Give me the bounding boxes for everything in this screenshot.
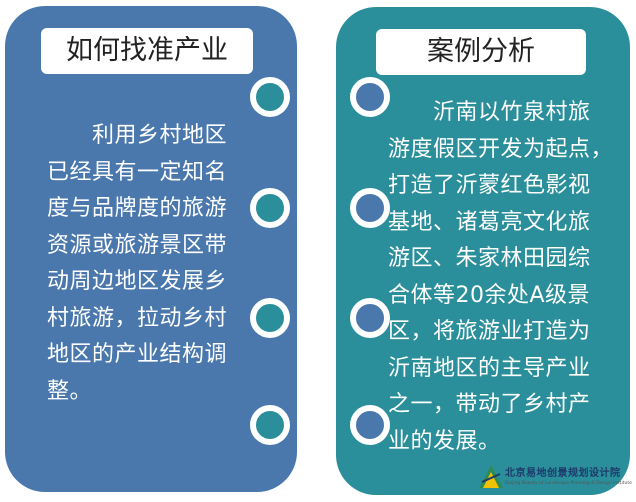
watermark-en-text: Beijing Beauty of Landscape Planning & D… [505,481,632,486]
binder-ring-dot [350,188,390,228]
body-line: 整。 [47,378,93,404]
panel-title: 案例分析 [376,29,586,75]
body-line: 游度假区开发为起点， [388,136,614,162]
panel-title: 如何找准产业 [41,28,253,74]
body-line: 地区的产业结构调 [47,342,228,367]
binder-ring-dot [250,188,290,228]
panel-body-text: 沂南以竹泉村旅 游度假区开发为起点， 打造了沂蒙红色影视 基地、诸葛亮文化旅 游… [388,95,616,460]
body-line: 村旅游，拉动乡村 [47,305,228,331]
body-line: 沂南以竹泉村旅 [388,100,591,125]
binder-ring-dot [250,298,290,338]
body-line: 打造了沂蒙红色影视 [388,173,591,198]
body-line: 业的发展。 [388,428,501,454]
body-line: 之一，带动了乡村产 [388,392,591,417]
body-line: 合体等20余处A级景 [388,282,591,308]
binder-ring-dot [350,298,390,338]
body-line: 已经具有一定知名 [47,159,228,185]
binder-ring-dot [250,405,290,445]
body-line: 基地、诸葛亮文化旅 [388,209,591,235]
binder-ring-dot [250,77,290,117]
watermark-cn-text: 北京易地创景规划设计院 [505,468,621,479]
body-line: 游区、朱家林田园综 [388,246,591,271]
institute-logo-icon [479,465,503,488]
how-to-find-industry-panel: 如何找准产业 利用乡村地区 已经具有一定知名 度与品牌度的旅游 资源或旅游景区带… [5,6,297,492]
body-line: 沂南地区的主导产业 [388,355,591,381]
institute-watermark-logo: 北京易地创景规划设计院 Beijing Beauty of Landscape … [478,462,634,496]
body-line: 度与品牌度的旅游 [47,196,228,221]
binder-ring-dot [350,77,390,117]
body-line: 资源或旅游景区带 [47,232,228,258]
body-line: 动周边地区发展乡 [47,269,228,294]
body-line: 区，将旅游业打造为 [388,319,591,344]
body-line: 利用乡村地区 [47,123,228,148]
panel-body-text: 利用乡村地区 已经具有一定知名 度与品牌度的旅游 资源或旅游景区带 动周边地区发… [47,118,257,410]
binder-ring-dot [350,405,390,445]
